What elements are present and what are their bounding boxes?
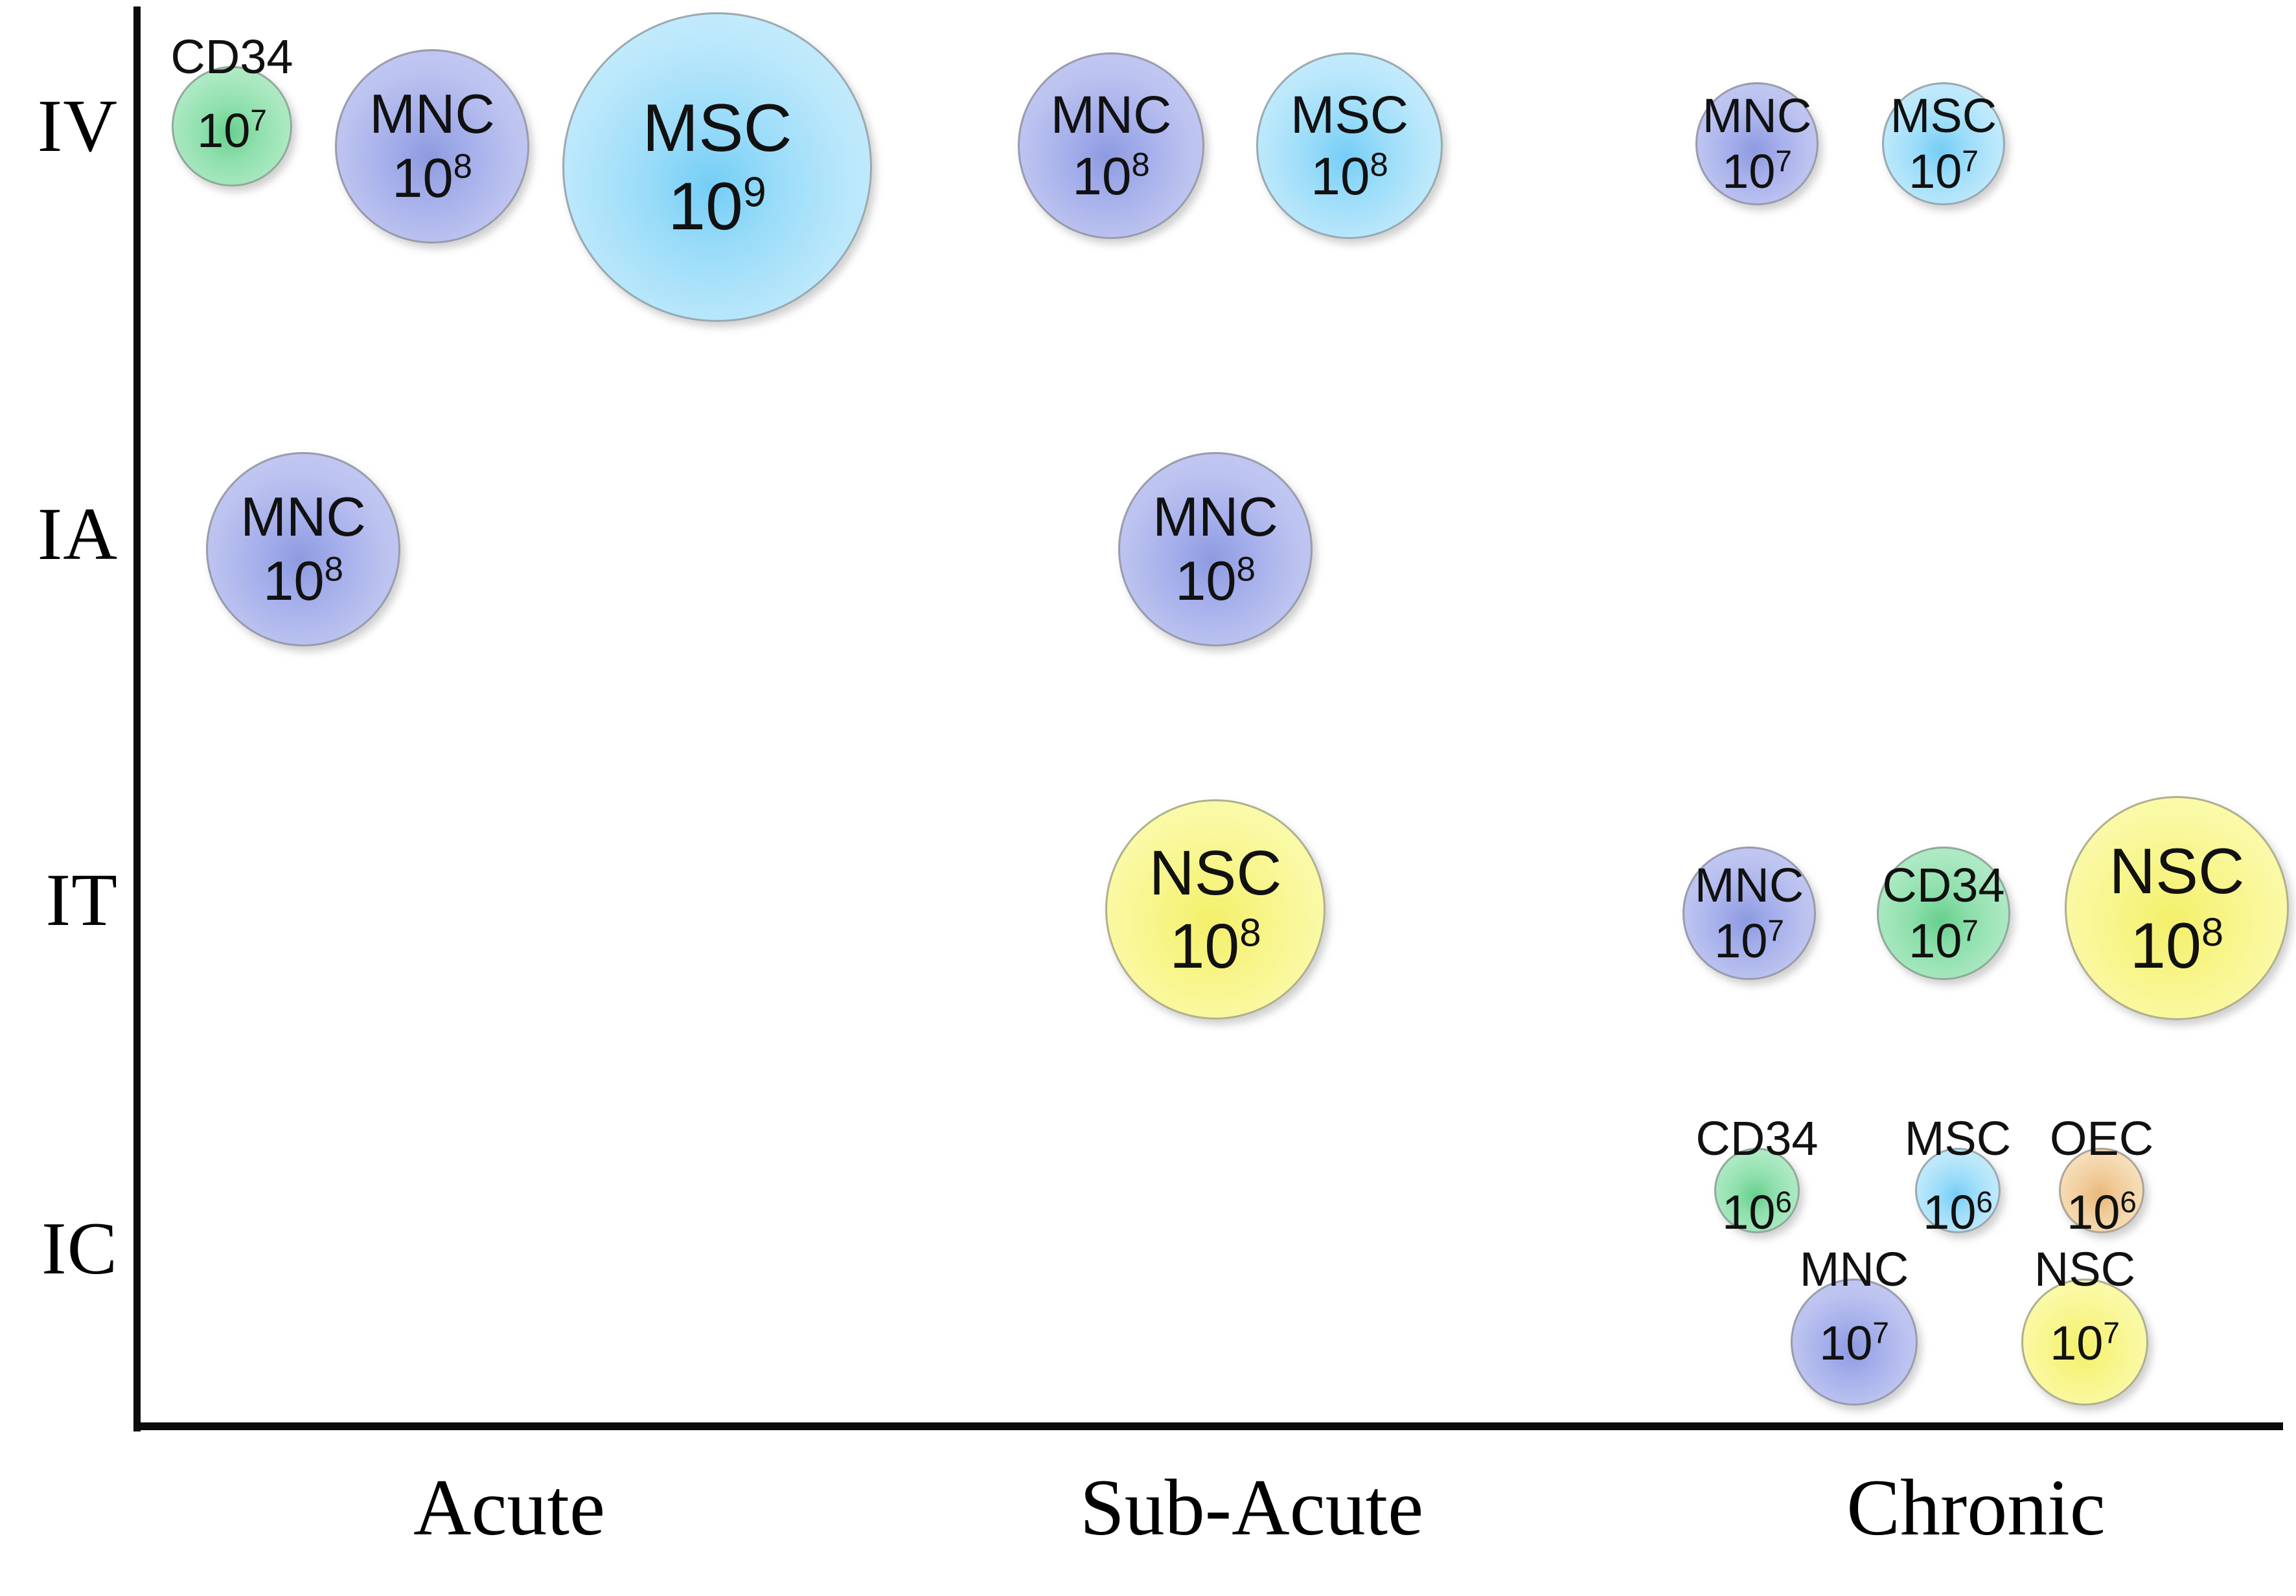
bubble-dose-value: 106	[1923, 1185, 1993, 1239]
bubble-cell-type-label: MNC	[1050, 85, 1172, 144]
y-axis-tick-ic: IC	[41, 1207, 118, 1290]
bubble-cell-type-label: MNC	[1694, 858, 1804, 912]
bubble-ic-chronic-cd34[interactable]: CD34 106	[1695, 1115, 1818, 1237]
bubble-dose-value: 107	[1909, 144, 1979, 198]
bubble-cell-type-label: NSC	[1149, 838, 1282, 908]
bubble-dose-value: 108	[1311, 146, 1388, 206]
bubble-iv-acute-cd34[interactable]: CD34 107	[170, 33, 293, 187]
bubble-ic-chronic-msc[interactable]: MSC 106	[1905, 1115, 2011, 1237]
bubble-ic-chronic-oec[interactable]: OEC 106	[2050, 1115, 2153, 1237]
bubble-dose-value: 109	[668, 168, 766, 244]
x-axis-tick-acute: Acute	[413, 1463, 606, 1552]
x-axis-tick-chronic: Chronic	[1846, 1463, 2106, 1552]
bubble-dose-value: 108	[1072, 146, 1150, 206]
bubble-dose-value: 107	[197, 103, 267, 157]
bubble-dose-value: 107	[1714, 913, 1784, 968]
bubble-dose-value: 108	[1175, 550, 1256, 612]
bubble-dose-value: 106	[2067, 1185, 2137, 1239]
bubble-cell-type-label: NSC	[2109, 835, 2245, 907]
bubble-cell-type-label: MNC	[1153, 486, 1278, 548]
bubble-dose-value: 107	[1819, 1316, 1889, 1370]
bubble-dose-value: 106	[1722, 1185, 1792, 1239]
bubble-cell-type-label: CD34	[1882, 858, 2005, 912]
y-axis-tick-ia: IA	[37, 493, 118, 576]
bubble-dose-value: 107	[1909, 913, 1979, 968]
bubble-dose-value: 108	[263, 550, 343, 612]
bubble-cell-type-label: MSC	[1904, 1112, 2012, 1165]
bubble-dose-value: 108	[392, 147, 472, 209]
y-axis-line	[133, 6, 141, 1431]
bubble-dose-value: 107	[1722, 144, 1792, 198]
bubble-cell-type-label: CD34	[1695, 1112, 1819, 1165]
bubble-cell-type-label: MNC	[1799, 1242, 1909, 1296]
bubble-cell-type-label: MSC	[1290, 85, 1409, 144]
y-axis-tick-it: IT	[45, 859, 118, 942]
x-axis-tick-sub-acute: Sub-Acute	[1079, 1463, 1424, 1552]
bubble-cell-type-label: MNC	[369, 84, 495, 145]
y-axis-tick-iv: IV	[37, 85, 118, 168]
bubble-dose-value: 107	[2050, 1316, 2120, 1370]
bubble-cell-type-label: MSC	[1890, 89, 1997, 142]
bubble-cell-type-label: MNC	[240, 486, 366, 548]
bubble-dose-value: 108	[2130, 909, 2224, 981]
x-axis-line	[133, 1422, 2283, 1430]
bubble-cell-type-label: MNC	[1702, 89, 1812, 142]
bubble-cell-type-label: NSC	[2034, 1242, 2136, 1296]
bubble-cell-type-label: CD34	[170, 30, 293, 84]
bubble-dose-value: 108	[1169, 911, 1261, 981]
bubble-cell-type-label: OEC	[2049, 1112, 2154, 1165]
bubble-cell-type-label: MSC	[642, 90, 792, 166]
